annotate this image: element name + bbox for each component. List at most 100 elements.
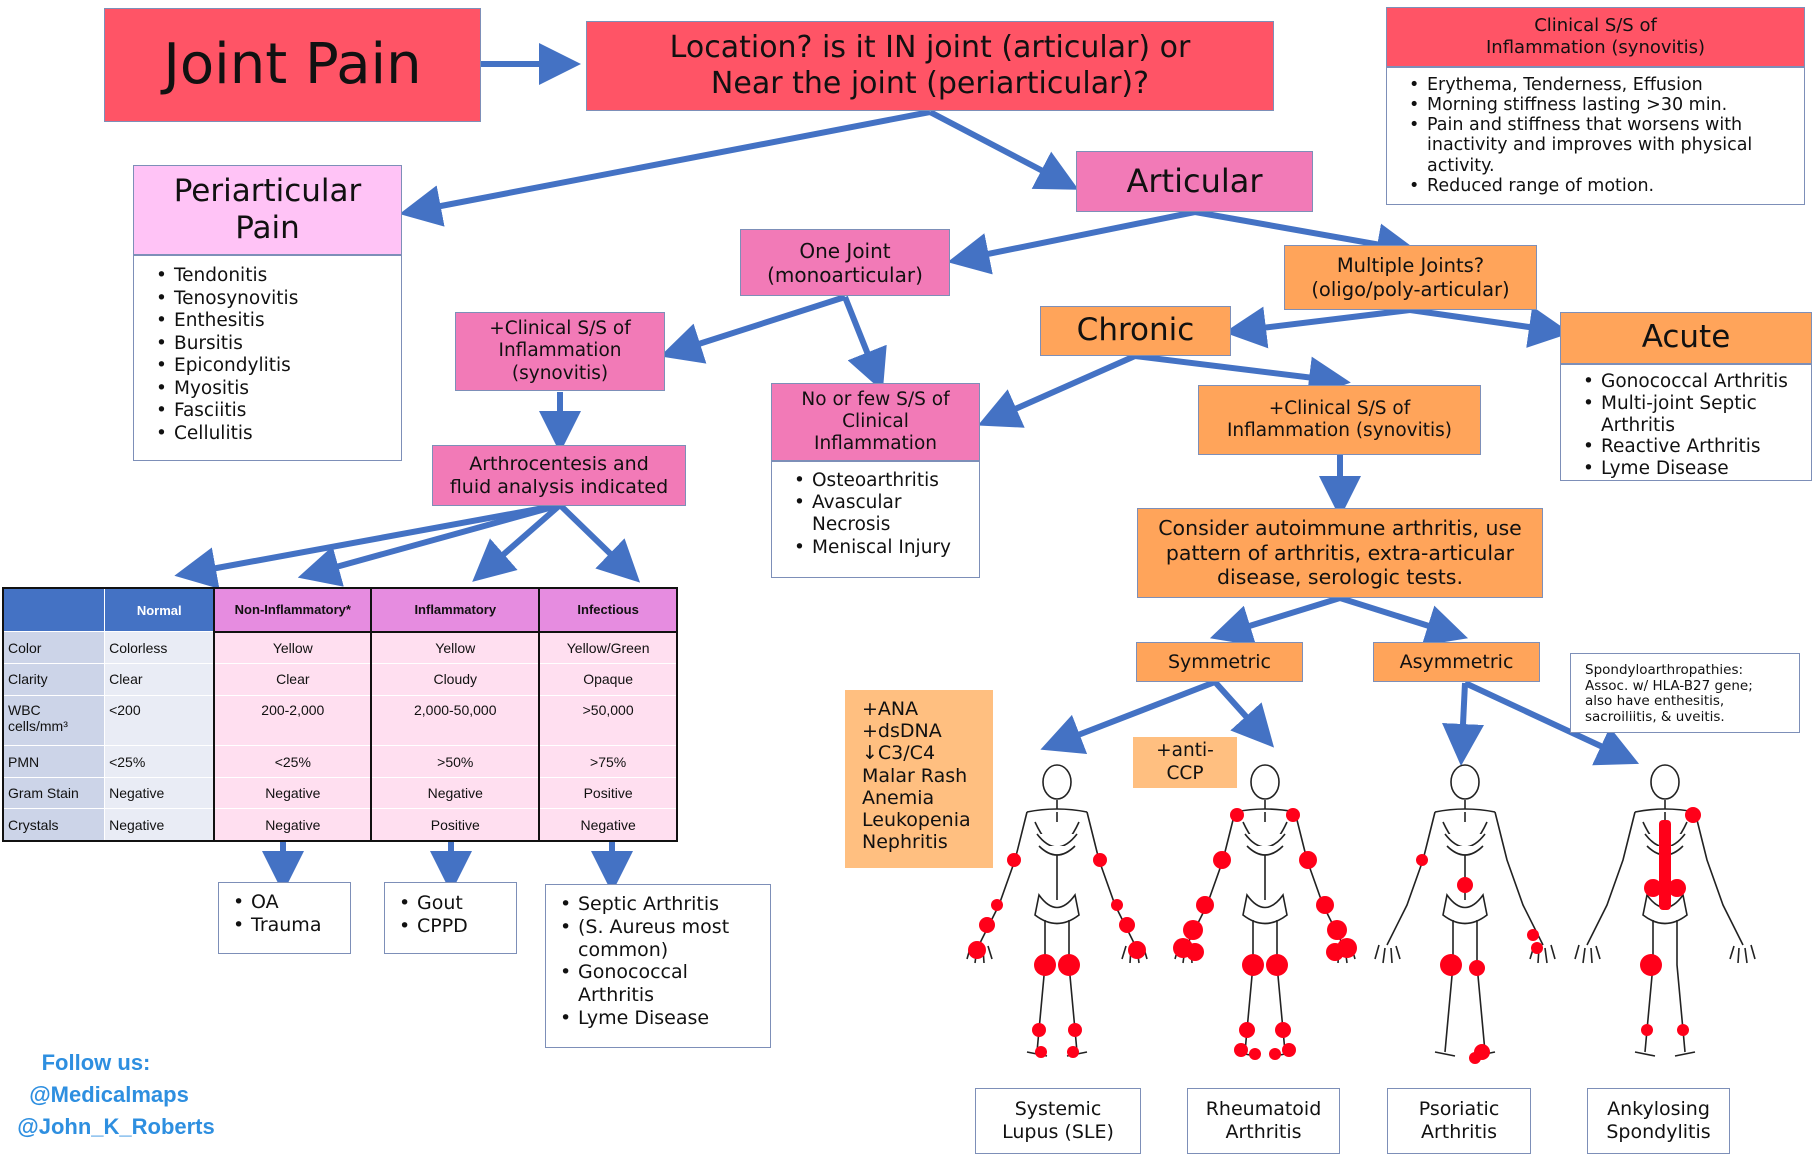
arthrocentesis-line-1: Arthrocentesis and — [469, 452, 649, 475]
table-cell: WBC cells/mm³ — [2, 694, 106, 747]
outcome-item: Trauma — [233, 914, 350, 937]
follow-handle-john[interactable]: @John_K_Roberts — [17, 1113, 215, 1139]
ra-label-1: Rheumatoid — [1205, 1098, 1322, 1121]
table-cell: >50% — [370, 745, 541, 778]
table-cell: Cloudy — [370, 663, 541, 696]
multiple-joints-line-1: Multiple Joints? — [1336, 254, 1485, 278]
follow-handle-medicalmaps[interactable]: @Medicalmaps — [29, 1081, 189, 1107]
sle-lab: ↓C3/C4 — [862, 742, 936, 765]
nofew-box: No or few S/S of Clinical Inflammation — [771, 383, 980, 461]
psa-label-1: Psoriatic — [1418, 1098, 1500, 1121]
autoimmune-line-3: disease, serologic tests. — [1217, 565, 1463, 590]
nofew-item: Osteoarthritis — [794, 470, 979, 492]
table-header-cell — [2, 587, 106, 633]
fluid-analysis-table: Normal Non-Inflammatory* Inflammatory In… — [2, 587, 678, 843]
table-cell: Negative — [213, 776, 373, 810]
sle-lab: Leukopenia — [862, 809, 971, 832]
chronic-box: Chronic — [1040, 306, 1231, 356]
one-joint-box: One Joint (monoarticular) — [740, 229, 950, 296]
table-cell: Color — [2, 631, 106, 665]
periarticular-list: Tendonitis Tenosynovitis Enthesitis Burs… — [133, 255, 402, 461]
table-cell: Negative — [213, 808, 373, 843]
chronic-label: Chronic — [1076, 312, 1195, 349]
asymmetric-label: Asymmetric — [1399, 650, 1514, 673]
asymmetric-box: Asymmetric — [1373, 642, 1540, 682]
table-cell: Clarity — [2, 663, 106, 696]
table-cell: Positive — [538, 776, 678, 810]
follow-us: Follow us: @Medicalmaps @John_K_Roberts — [6, 1047, 226, 1152]
arrow-one-joint-to-synovitis — [660, 294, 846, 364]
arrow-arthro-to-col3 — [472, 502, 562, 582]
synovitis-panel-title-1: Clinical S/S of — [1534, 15, 1657, 37]
table-cell: Clear — [213, 663, 373, 696]
arrow-chronic-to-synovitis — [1134, 353, 1351, 399]
sle-lab: Nephritis — [862, 831, 948, 854]
table-cell: Clear — [104, 663, 215, 696]
acute-item: Lyme Disease — [1583, 458, 1811, 480]
arthrocentesis-box: Arthrocentesis and fluid analysis indica… — [432, 445, 686, 506]
periarticular-item: Cellulitis — [156, 423, 401, 446]
arrow-articular-to-multiple — [1194, 209, 1419, 266]
outcome-item: Gonococcal Arthritis — [560, 961, 770, 1007]
table-cell: 200-2,000 — [213, 694, 373, 747]
outcome-item: OA — [233, 891, 350, 914]
arrow-autoimmune-to-symmetric — [1209, 595, 1341, 646]
table-cell: >75% — [538, 745, 678, 778]
table-cell: Negative — [370, 776, 541, 810]
periarticular-item: Enthesitis — [156, 310, 401, 333]
table-header-cell: Infectious — [538, 587, 678, 633]
synovitis-item: Morning stiffness lasting >30 min. — [1409, 95, 1804, 115]
anti-ccp-line-1: +anti- — [1156, 740, 1214, 762]
multiple-joints-line-2: (oligo/poly-articular) — [1311, 277, 1510, 301]
synovitis-panel-title-2: Inflammation (synovitis) — [1486, 37, 1705, 58]
periarticular-title-2: Pain — [235, 210, 300, 246]
one-joint-line-1: One Joint — [799, 238, 891, 263]
periarticular-box: Periarticular Pain — [133, 165, 402, 255]
articular-label: Articular — [1126, 162, 1263, 201]
table-cell: Crystals — [2, 808, 106, 843]
anti-ccp-box: +anti- CCP — [1133, 737, 1237, 788]
outcome-item: Gout — [399, 892, 516, 915]
arrow-autoimmune-to-asymmetric — [1339, 595, 1469, 646]
autoimmune-line-2: pattern of arthritis, extra-articular — [1165, 540, 1515, 565]
sle-label-2: Lupus (SLE) — [1002, 1121, 1114, 1143]
table-header-cell: Non-Inflammatory* — [213, 587, 373, 633]
sle-label-1: Systemic — [1014, 1098, 1102, 1121]
as-label-1: Ankylosing — [1607, 1098, 1710, 1121]
articular-box: Articular — [1076, 151, 1313, 212]
chronic-synovitis-line-1: +Clinical S/S of — [1268, 397, 1411, 419]
acute-item: Reactive Arthritis — [1583, 436, 1811, 458]
location-line-1: Location? is it IN joint (articular) or — [669, 30, 1191, 65]
title-box: Joint Pain — [104, 8, 481, 122]
one-joint-line-2: (monoarticular) — [767, 262, 923, 287]
follow-label: Follow us: — [41, 1050, 151, 1075]
synovitis-panel-header: Clinical S/S of Inflammation (synovitis) — [1386, 7, 1805, 67]
nofew-line-3: Inflammation — [814, 433, 937, 455]
periarticular-item: Bursitis — [156, 333, 401, 356]
inflammatory-outcomes: Gout CPPD — [384, 882, 517, 954]
psa-label-2: Arthritis — [1420, 1121, 1498, 1143]
table-cell: Colorless — [104, 631, 215, 665]
skeleton-label-ra: Rheumatoid Arthritis — [1187, 1088, 1340, 1154]
nofew-list: Osteoarthritis Avascular Necrosis Menisc… — [771, 461, 980, 578]
autoimmune-line-1: Consider autoimmune arthritis, use — [1158, 516, 1522, 541]
table-cell: <25% — [213, 745, 373, 778]
table-header-cell: Normal — [104, 587, 215, 633]
arrow-symmetric-to-sle — [1040, 679, 1217, 755]
periarticular-item: Myositis — [156, 378, 401, 401]
table-cell: <25% — [104, 745, 215, 778]
skeleton-psa — [1374, 764, 1556, 1064]
arrow-location-to-articular — [928, 109, 1079, 190]
table-cell: Negative — [104, 808, 215, 843]
arrow-one-joint-to-nofew — [842, 295, 887, 392]
autoimmune-box: Consider autoimmune arthritis, use patte… — [1137, 508, 1543, 598]
ra-label-2: Arthritis — [1225, 1121, 1302, 1143]
mono-synovitis-line-3: (synovitis) — [511, 362, 609, 384]
skeleton-ra — [1173, 764, 1357, 1060]
arrow-asymmetric-to-as — [1463, 680, 1640, 766]
synovitis-item: Pain and stiffness that worsens with ina… — [1409, 115, 1804, 175]
